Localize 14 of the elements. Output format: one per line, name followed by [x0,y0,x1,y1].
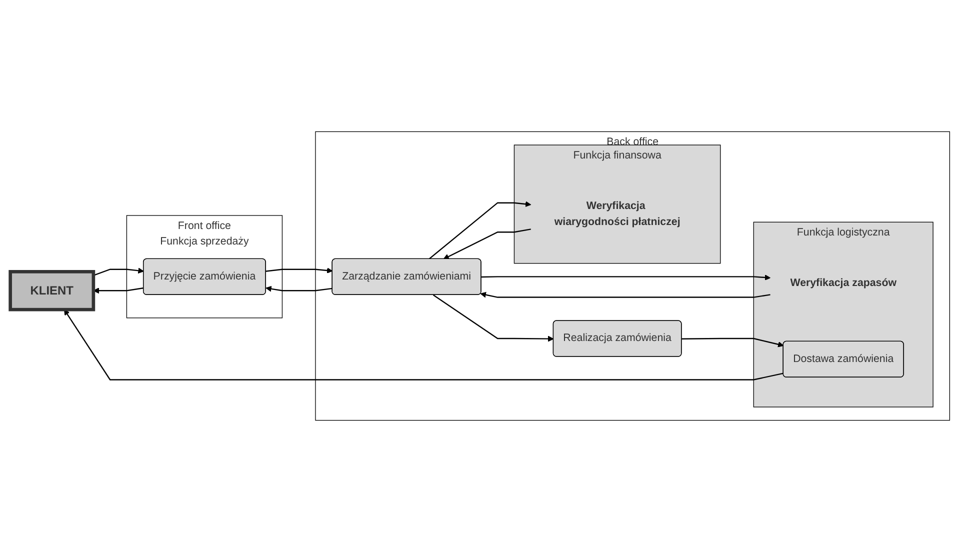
node-text: Weryfikacja wiarygodności płatniczej [554,200,680,228]
arrow [93,287,144,294]
arrow [480,292,770,298]
arrow [266,268,333,274]
arrow [266,286,332,292]
node-text: Weryfikacja zapasów [790,277,896,289]
arrow [443,228,531,260]
node-box: KLIENT [8,270,96,312]
arrow [428,201,532,260]
arrow [481,274,771,280]
arrow [64,309,784,380]
arrow [93,268,144,276]
arrow [682,338,784,348]
arrow [432,294,554,342]
